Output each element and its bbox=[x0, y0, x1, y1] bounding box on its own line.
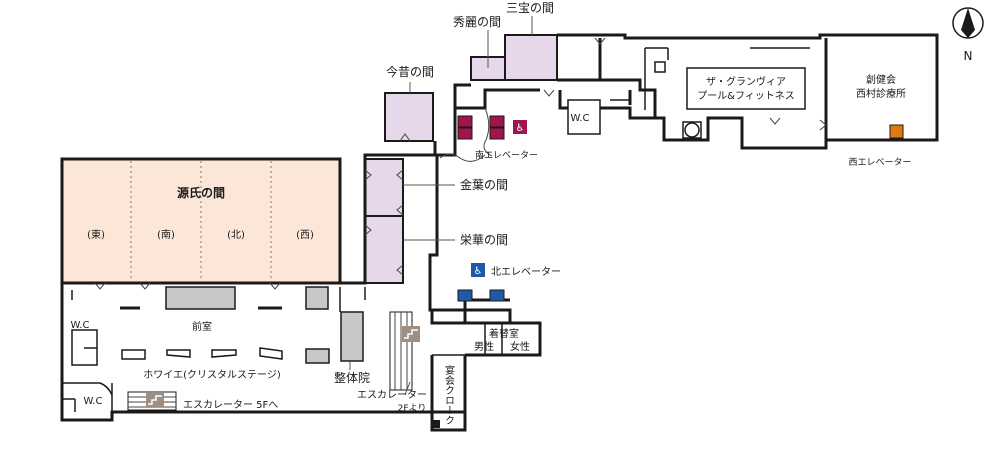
konjaku-room[interactable] bbox=[384, 92, 434, 142]
compass bbox=[952, 7, 984, 39]
columns bbox=[71, 286, 364, 364]
south-elevator-label: 南エレベーター bbox=[475, 149, 538, 161]
genji-section-north: (北) bbox=[227, 229, 245, 241]
leader-lines bbox=[349, 16, 533, 396]
wc-east-box bbox=[567, 99, 601, 135]
cloak-label: 宴会クローク bbox=[443, 364, 455, 425]
seitai-label: 整体院 bbox=[334, 370, 370, 385]
kinyo-room[interactable] bbox=[364, 158, 404, 217]
cloak-marker bbox=[432, 420, 440, 428]
svg-text:♿: ♿ bbox=[474, 266, 483, 277]
svg-text:♿: ♿ bbox=[516, 123, 525, 134]
sanpo-room[interactable] bbox=[504, 34, 558, 81]
walls bbox=[60, 33, 939, 432]
dressing-male: 男性 bbox=[474, 340, 494, 353]
stairs-icon bbox=[146, 393, 164, 407]
wc-label-west: W.C bbox=[71, 320, 90, 331]
genji-room-name: 源氏の間 bbox=[177, 185, 225, 200]
gym-box[interactable] bbox=[686, 67, 806, 110]
escalator-to-5f-label: エスカレーター 5Fへ bbox=[183, 399, 278, 411]
clinic-line1: 創健会 bbox=[866, 73, 896, 86]
south-elevator-icon[interactable]: ♿ bbox=[457, 115, 527, 140]
sanpo-label: 三宝の間 bbox=[506, 1, 554, 15]
north-elevator-icon[interactable]: ♿ bbox=[457, 263, 505, 302]
interior-details bbox=[62, 47, 810, 412]
wc-label-east: W.C bbox=[571, 113, 590, 124]
genji-section-west: (西) bbox=[296, 230, 314, 241]
gym-line1: ザ・グランヴィア bbox=[706, 75, 786, 88]
genji-section-east: (東) bbox=[87, 228, 105, 241]
foyer-label: ホワイエ(クリスタルステージ) bbox=[143, 369, 281, 381]
eika-label: 栄華の間 bbox=[460, 233, 508, 247]
wc-label-southwest: W.C bbox=[84, 396, 103, 407]
escalator-from-2f-line1: エスカレーター bbox=[357, 389, 427, 401]
north-elevator-label: 北エレベーター bbox=[491, 266, 561, 278]
west-elevator-label: 西エレベーター bbox=[848, 157, 911, 168]
west-elevator-icon[interactable] bbox=[889, 124, 904, 139]
genji-partitions bbox=[130, 161, 272, 281]
stairs-icon bbox=[402, 326, 420, 342]
door-marks bbox=[94, 37, 827, 290]
shurei-label: 秀麗の間 bbox=[453, 15, 501, 29]
dressing-room-title: 着替室 bbox=[489, 327, 519, 340]
konjaku-label: 今昔の間 bbox=[386, 64, 434, 79]
gym-line2: プール&フィットネス bbox=[697, 90, 795, 102]
zenshitsu-label: 前室 bbox=[192, 320, 212, 333]
genji-section-south: (南) bbox=[157, 228, 175, 241]
dressing-female: 女性 bbox=[510, 340, 530, 353]
escalator-from-2f-line2: 2Fより bbox=[398, 403, 427, 414]
clinic-line2: 西村診療所 bbox=[856, 87, 906, 100]
compass-label: N bbox=[964, 49, 973, 63]
kinyo-label: 金葉の間 bbox=[460, 177, 508, 192]
escalator-from-2f[interactable] bbox=[389, 311, 413, 391]
eika-room[interactable] bbox=[364, 215, 404, 284]
